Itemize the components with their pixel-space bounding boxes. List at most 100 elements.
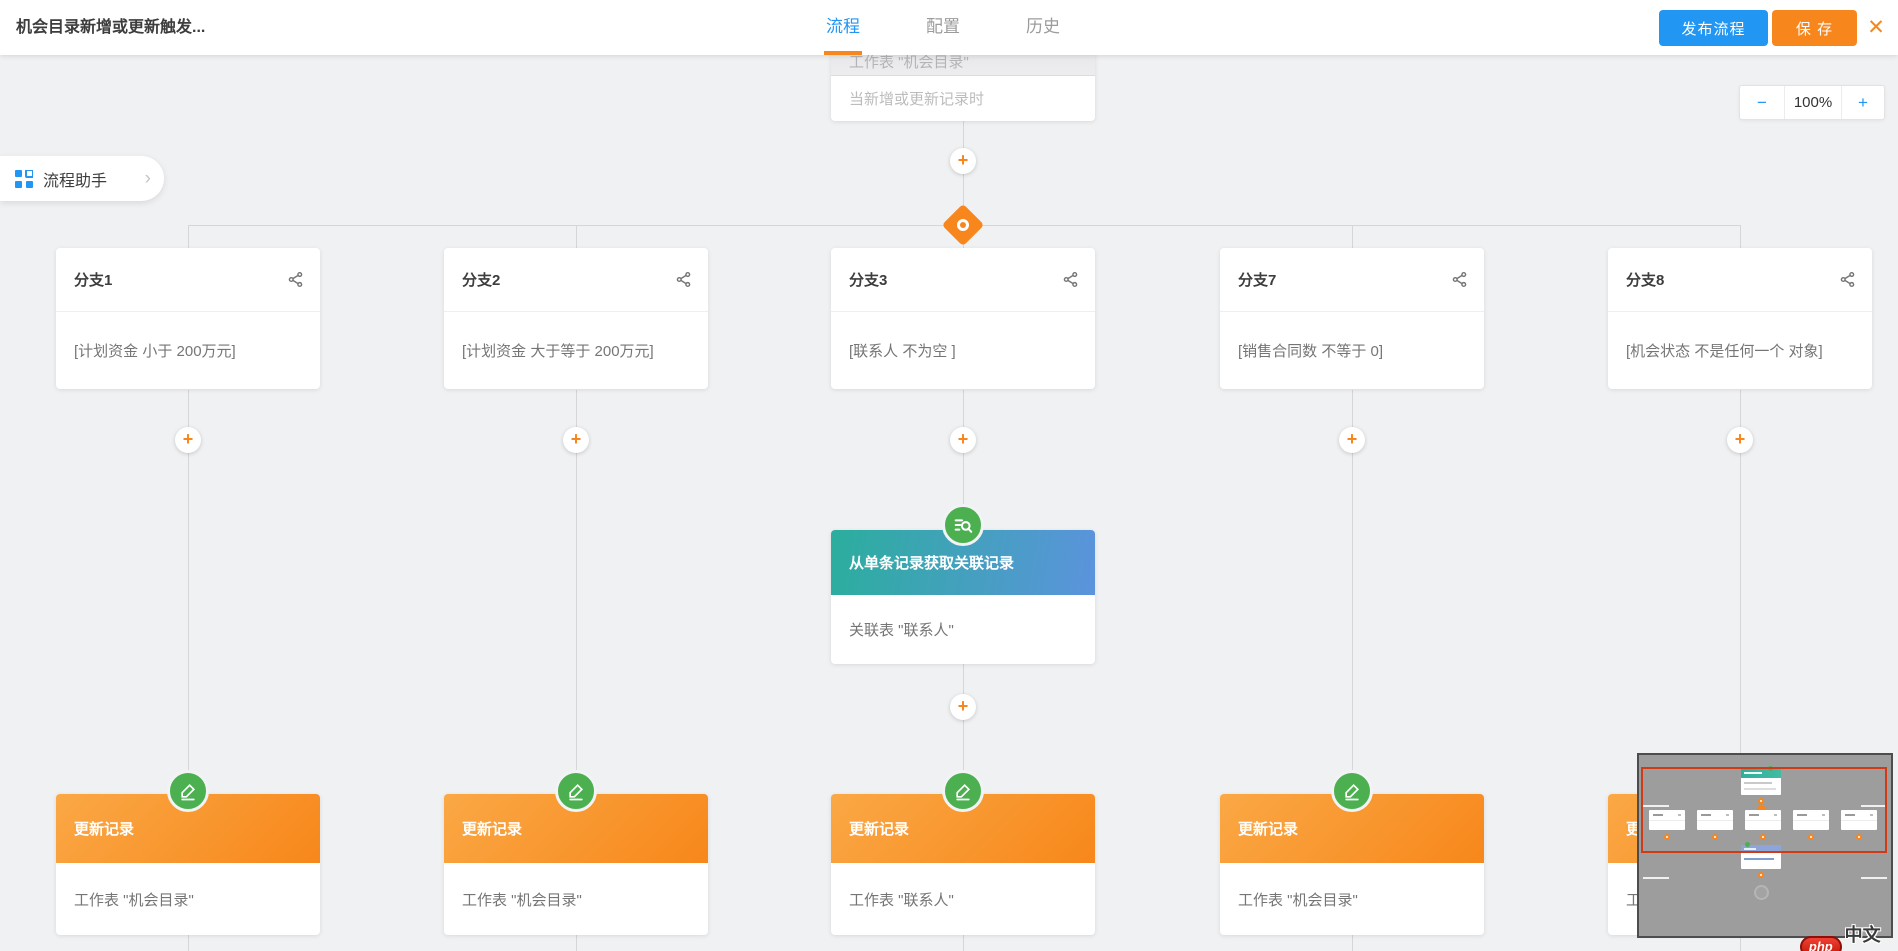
update-node-title: 更新记录 <box>849 821 910 838</box>
add-node-button[interactable]: + <box>1339 427 1365 453</box>
tab-config[interactable]: 配置 <box>913 0 973 55</box>
add-node-button[interactable]: + <box>950 427 976 453</box>
share-icon[interactable] <box>287 271 304 288</box>
branch-title: 分支3 <box>849 272 888 289</box>
minimap-branch-node <box>1793 810 1829 830</box>
search-record-icon <box>942 504 984 546</box>
branch-condition: [机会状态 不是任何一个 对象] <box>1626 343 1823 360</box>
update-node-description: 工作表 "机会目录" <box>1238 891 1358 909</box>
minimap-rail <box>1643 877 1669 879</box>
connector-branch8-down <box>1740 390 1741 794</box>
minimap-branch-node <box>1649 810 1685 830</box>
top-bar: 机会目录新增或更新触发... 流程 配置 历史 发布流程 保 存 ✕ <box>0 0 1898 55</box>
minimap-plus <box>1760 834 1766 840</box>
minimap-plus <box>1758 798 1764 804</box>
add-node-button[interactable]: + <box>950 694 976 720</box>
minimap-plus <box>1664 834 1670 840</box>
edit-icon <box>942 770 984 812</box>
minimap-rail <box>1861 877 1887 879</box>
connector-branch7-top <box>1352 225 1353 248</box>
php-logo: php <box>1800 936 1842 951</box>
lookup-node[interactable]: 从单条记录获取关联记录 关联表 "联系人" <box>831 530 1095 664</box>
site-watermark: php 中文网 <box>1800 921 1898 951</box>
branch-condition: [销售合同数 不等于 0] <box>1238 343 1384 360</box>
branch-node-3[interactable]: 分支3 [联系人 不为空 ] <box>831 248 1095 389</box>
minimap-lookup-node <box>1741 845 1781 869</box>
save-button[interactable]: 保 存 <box>1772 10 1857 46</box>
lookup-node-description: 关联表 "联系人" <box>849 622 954 639</box>
minimap-viewport[interactable] <box>1641 767 1887 853</box>
share-icon[interactable] <box>1062 271 1079 288</box>
add-node-button[interactable]: + <box>175 427 201 453</box>
update-node-title: 更新记录 <box>462 821 523 838</box>
connector-trigger-to-gateway <box>963 121 964 248</box>
connector-branch1-down <box>188 390 189 794</box>
share-icon[interactable] <box>1839 271 1856 288</box>
update-node-3[interactable]: 更新记录 工作表 "联系人" <box>831 794 1095 935</box>
branch-node-2[interactable]: 分支2 [计划资金 大于等于 200万元] <box>444 248 708 389</box>
connector-branch3-down-b <box>963 664 964 794</box>
tab-flow-label: 流程 <box>826 17 860 36</box>
minimap[interactable] <box>1637 753 1893 938</box>
branch-condition: [计划资金 大于等于 200万元] <box>462 343 654 360</box>
add-node-button[interactable]: + <box>563 427 589 453</box>
minimap-plus <box>1758 872 1764 878</box>
tab-history[interactable]: 历史 <box>1013 0 1073 55</box>
branch-node-1[interactable]: 分支1 [计划资金 小于 200万元] <box>56 248 320 389</box>
add-node-button[interactable]: + <box>950 148 976 174</box>
share-icon[interactable] <box>1451 271 1468 288</box>
grid-icon <box>15 169 33 188</box>
update-node-title: 更新记录 <box>1238 821 1299 838</box>
publish-flow-button[interactable]: 发布流程 <box>1659 10 1768 46</box>
connector-update2-down <box>576 935 577 951</box>
branch-condition: [计划资金 小于 200万元] <box>74 343 236 360</box>
flow-assistant-button[interactable]: 流程助手 › <box>0 156 164 201</box>
branch-gateway-icon[interactable] <box>941 203 985 247</box>
tab-flow[interactable]: 流程 <box>813 0 873 55</box>
minimap-branch-node <box>1745 810 1781 830</box>
zoom-in-icon[interactable]: + <box>1858 93 1868 112</box>
zoom-control: − 100% + <box>1739 85 1885 120</box>
connector-update1-down <box>188 935 189 951</box>
branch-title: 分支7 <box>1238 272 1277 289</box>
update-node-description: 工作表 "机会目录" <box>74 891 194 909</box>
update-node-title: 更新记录 <box>74 821 135 838</box>
share-icon[interactable] <box>675 271 692 288</box>
connector-branch3-down-a <box>963 390 964 532</box>
minimap-branch-node <box>1697 810 1733 830</box>
branch-node-7[interactable]: 分支7 [销售合同数 不等于 0] <box>1220 248 1484 389</box>
update-node-2[interactable]: 更新记录 工作表 "机会目录" <box>444 794 708 935</box>
edit-icon <box>167 770 209 812</box>
minimap-rail <box>1861 805 1887 807</box>
connector-update4-down <box>1352 935 1353 951</box>
zoom-out-icon[interactable]: − <box>1740 86 1785 119</box>
flow-assistant-label: 流程助手 <box>43 172 108 190</box>
edit-icon <box>1331 770 1373 812</box>
tab-config-label: 配置 <box>926 17 960 36</box>
update-node-1[interactable]: 更新记录 工作表 "机会目录" <box>56 794 320 935</box>
workflow-title: 机会目录新增或更新触发... <box>16 19 206 36</box>
minimap-plus <box>1712 834 1718 840</box>
minimap-node-icon <box>1745 842 1750 847</box>
active-tab-underline <box>824 51 862 55</box>
close-icon[interactable]: ✕ <box>1867 16 1885 39</box>
branch-title: 分支1 <box>74 272 113 289</box>
minimap-end-node <box>1754 885 1769 900</box>
branch-title: 分支2 <box>462 272 501 289</box>
tab-history-label: 历史 <box>1026 17 1060 36</box>
update-node-description: 工作表 "机会目录" <box>462 891 582 909</box>
zoom-level: 100% <box>1785 86 1842 119</box>
minimap-rail <box>1643 805 1669 807</box>
watermark-text: 中文网 <box>1844 925 1881 945</box>
gateway-ring <box>954 216 972 234</box>
connector-branch2-top <box>576 225 577 248</box>
connector-branch8-top <box>1740 225 1741 248</box>
chevron-right-icon: › <box>144 167 151 189</box>
add-node-button[interactable]: + <box>1727 427 1753 453</box>
update-node-description: 工作表 "联系人" <box>849 891 954 909</box>
update-node-4[interactable]: 更新记录 工作表 "机会目录" <box>1220 794 1484 935</box>
branch-node-8[interactable]: 分支8 [机会状态 不是任何一个 对象] <box>1608 248 1872 389</box>
minimap-branch-node <box>1841 810 1877 830</box>
connector-update5-down <box>1740 935 1741 951</box>
minimap-trigger-node <box>1741 769 1781 795</box>
